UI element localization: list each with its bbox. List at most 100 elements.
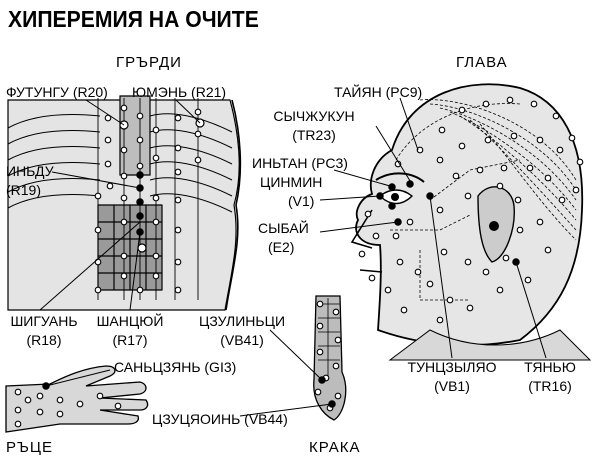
head-acupoint [392,232,400,240]
ear-canal [489,221,499,231]
head-acupoint [572,186,580,194]
head-acupoint [526,164,534,172]
nose-outline [350,209,373,249]
head-acupoint [458,142,466,150]
section-hands-label: РЪЦЕ [6,439,53,456]
label-yintang: ИНЬТАН (PC3) [252,155,348,171]
label-shanqu-code: (R17) [112,332,148,348]
torso-acupoint [120,172,128,180]
foot-acupoint [316,300,324,308]
leader-zulinqi [269,329,323,381]
head-acupoint [384,286,392,294]
rib-line [7,162,101,177]
hand-acupoint [14,388,22,396]
torso-acupoint [94,226,102,234]
foot-acupoint [332,362,340,370]
head-acupoint [414,268,422,276]
torso-active-point [136,171,144,179]
label-zulinqi-name: ЦЗУЛИНЬЦИ [198,313,286,329]
head-acupoint [436,206,444,214]
label-tianyou-code: (TR16) [528,378,572,394]
head-acupoint [464,192,472,200]
section-head-label: ГЛАВА [456,54,508,71]
leader-shanqu [129,231,141,311]
hand-acupoint [24,396,32,404]
label-tongziliao-code: (VB1) [434,378,470,394]
torso-acupoint [174,114,182,122]
torso-acupoint [152,272,160,280]
foot-acupoint [334,392,342,400]
head-acupoint [372,232,380,240]
head-acupoint [426,280,434,288]
label-yumen: ЮМЭНЬ (R21) [132,84,227,100]
head-acupoint [552,112,560,120]
head-acupoint [530,100,538,108]
rib-line [7,194,101,209]
head-acupoint [440,248,448,256]
hand-acupoint [56,396,64,404]
head-acupoint [438,126,446,134]
torso-acupoint [120,252,128,260]
label-indu-name: ИНЬДУ [6,163,54,179]
foot-acupoint [316,348,324,356]
head-acupoint [358,250,366,258]
torso-acupoint [120,272,128,280]
head-meridian [429,103,577,191]
leader-yumen [175,99,201,124]
hand-acupoint [14,420,22,428]
leader-tongziliao [429,195,453,359]
leader-shiguan [39,221,141,311]
head-meridian [390,214,471,231]
torso-acupoint [152,218,160,226]
head-acupoint [496,182,504,190]
torso-acupoint [120,218,128,226]
foot-acupoint [334,336,342,344]
label-tianyou-name: ТЯНЬЮ [524,359,576,375]
head-acupoint [556,146,564,154]
label-zuqiaoyin: ЦЗУЦЯОИНЬ (VB44) [152,411,288,427]
label-sizhukong-code: (TR23) [292,127,336,143]
torso-acupoint [104,114,112,122]
head-acupoint [436,156,444,164]
label-zulinqi-code: (VB41) [220,332,264,348]
hand-acupoint [96,392,104,400]
head-acupoint [536,136,544,144]
hand-outline [5,365,149,433]
label-taiyang: ТАЙЯН (PC9) [334,84,423,100]
torso-acupoint [194,156,202,164]
head-acupoint [446,296,454,304]
head-acupoint [436,316,444,324]
torso-outline [225,99,242,311]
rib-line [7,114,101,129]
hand-acupoint [76,400,84,408]
head-acupoint [576,158,584,166]
label-shiguan-code: (R18) [26,332,62,348]
leader-sizhukong [375,125,413,185]
head-acupoint [506,96,514,104]
leader-futungu [85,99,125,126]
section-chest-label: ГРЪРДИ [116,54,182,71]
head-meridian [419,99,577,181]
leader-taiyang [399,97,419,151]
navel [137,243,147,253]
head-active-point [388,183,396,191]
section-legs-label: КРАКА [309,439,361,456]
torso-acupoint [104,160,112,168]
mouth-line [359,269,383,273]
torso-acupoint [120,104,128,112]
head-acupoint [502,254,510,262]
torso-acupoint [120,194,128,202]
torso-acupoint [152,154,160,162]
head-acupoint [406,218,414,226]
torso-acupoint [174,226,182,234]
torso-acupoint [174,168,182,176]
foot-acupoint [332,308,340,316]
head-active-point [388,202,396,210]
head-acupoint [544,174,552,182]
torso-acupoint [94,192,102,200]
head-meridian [429,159,521,201]
page-title: ХИПЕРЕМИЯ НА ОЧИТЕ [8,6,259,32]
head-meridian [419,250,470,301]
label-jingming-name: ЦИНМИН [260,174,323,190]
